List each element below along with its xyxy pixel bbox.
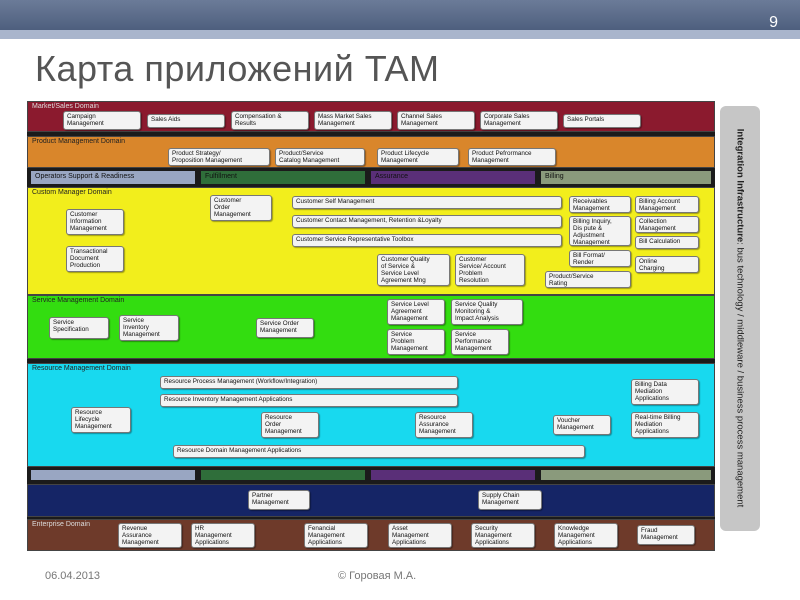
voucher-box[interactable]: Voucher Management: [553, 415, 611, 435]
collection-box[interactable]: Collection Management: [635, 216, 699, 233]
service-performance-box[interactable]: Service Performance Management: [451, 329, 509, 355]
fraud-management-box[interactable]: Fraud Management: [637, 525, 695, 545]
slide-top-stripe: [0, 30, 800, 39]
bottom-tab-billing: [541, 470, 711, 480]
billing-mediation-box[interactable]: Billing Data Mediation Applications: [631, 379, 699, 405]
security-management-box[interactable]: Security Management Applications: [471, 523, 535, 548]
bottom-tab-ops: [31, 470, 195, 480]
service-problem-box[interactable]: Service Problem Management: [387, 329, 445, 355]
product-catalog-box[interactable]: Product/Service Catalog Management: [275, 148, 365, 166]
slide-number: 9: [769, 14, 778, 31]
bill-calculation-box[interactable]: Bill Calculation: [635, 236, 699, 249]
slide-top-band: [0, 0, 800, 30]
partner-management-box[interactable]: Partner Management: [248, 490, 310, 510]
slide-title: Карта приложений TAM: [35, 48, 440, 89]
integration-subtitle: : bus technology / middleware / business…: [734, 242, 746, 508]
resource-inventory-box[interactable]: Resource Inventory Management Applicatio…: [160, 394, 458, 407]
market-sales-label: Market/Sales Domain: [32, 103, 99, 110]
product-management-label: Product Management Domain: [32, 138, 125, 145]
billing-inquiry-box[interactable]: Billing Inquiry, Dis pute & Adjustment M…: [569, 216, 631, 246]
resource-order-box[interactable]: Resource Order Management: [261, 412, 319, 438]
integration-infrastructure-bar: Integration Infrastructure: bus technolo…: [720, 106, 760, 531]
tab-billing[interactable]: Billing: [541, 171, 711, 184]
tab-operations-support[interactable]: Operators Support & Readiness: [31, 171, 195, 184]
sla-management-box[interactable]: Service Level Agreement Management: [387, 299, 445, 325]
corporate-sales-box[interactable]: Corporate Sales Management: [480, 111, 558, 130]
enterprise-label: Enterprise Domain: [32, 521, 90, 528]
bill-format-box[interactable]: Bill Format/ Render: [569, 250, 631, 267]
realtime-mediation-box[interactable]: Real-time Billing Mediation Applications: [631, 412, 699, 438]
resource-lifecycle-box[interactable]: Resource Lifecycle Management: [71, 407, 131, 433]
financial-management-box[interactable]: Fenancial Management Applications: [304, 523, 368, 548]
integration-title: Integration Infrastructure: [734, 128, 746, 243]
bottom-tab-assurance: [371, 470, 535, 480]
product-lifecycle-box[interactable]: Product Lifecycle Management: [377, 148, 459, 166]
tab-assurance[interactable]: Assurance: [371, 171, 535, 184]
online-charging-box[interactable]: Online Charging: [635, 256, 699, 273]
sales-aids-box[interactable]: Sales Aids: [147, 114, 225, 128]
application-map: Market/Sales Domain Campaign Management …: [27, 101, 715, 551]
resource-assurance-box[interactable]: Resource Assurance Management: [415, 412, 473, 438]
customer-order-box[interactable]: Customer Order Management: [210, 195, 272, 221]
customer-self-management-box[interactable]: Customer Self Management: [292, 196, 562, 209]
footer-date: 06.04.2013: [45, 570, 101, 582]
revenue-assurance-box[interactable]: Revenue Assurance Management: [118, 523, 182, 548]
receivables-box[interactable]: Receivables Management: [569, 196, 631, 213]
transactional-document-box[interactable]: Transactional Document Production: [66, 246, 124, 272]
customer-information-box[interactable]: Customer Information Management: [66, 209, 124, 235]
hr-management-box[interactable]: HR Management Applications: [191, 523, 255, 548]
product-performance-box[interactable]: Product Pefrormance Management: [468, 148, 556, 166]
resource-domain-box[interactable]: Resource Domain Management Applications: [173, 445, 585, 458]
customer-qos-sla-box[interactable]: Customer Quality of Service & Service Le…: [377, 254, 450, 286]
sales-portals-box[interactable]: Sales Portals: [563, 114, 641, 128]
service-management-label: Service Management Domain: [32, 297, 125, 304]
campaign-management-box[interactable]: Campaign Management: [63, 111, 141, 130]
tab-fulfillment[interactable]: Fulfillment: [201, 171, 365, 184]
customer-problem-resolution-box[interactable]: Customer Service/ Account Problem Resolu…: [455, 254, 525, 286]
footer-author: © Горовая М.А.: [338, 570, 417, 582]
partner-band: [27, 484, 715, 517]
csr-toolbox-box[interactable]: Customer Service Representative Toolbox: [292, 234, 562, 247]
resource-management-label: Resource Management Domain: [32, 365, 131, 372]
integration-infrastructure-label: Integration Infrastructure: bus technolo…: [735, 108, 746, 528]
mass-market-sales-box[interactable]: Mass Market Sales Management: [314, 111, 392, 130]
knowledge-management-box[interactable]: Knowledge Management Applications: [554, 523, 618, 548]
service-quality-box[interactable]: Service Quality Monitoring & Impact Anal…: [451, 299, 523, 325]
service-specification-box[interactable]: Service Specification: [49, 317, 109, 339]
product-management-band: Product Management Domain: [27, 136, 715, 168]
asset-management-box[interactable]: Asset Management Applications: [388, 523, 452, 548]
compensation-box[interactable]: Compensation & Results: [231, 111, 309, 130]
customer-management-label: Custom Manager Domain: [32, 189, 112, 196]
service-order-box[interactable]: Service Order Management: [256, 318, 314, 338]
product-strategy-box[interactable]: Product Strategy/ Proposition Management: [168, 148, 270, 166]
customer-contact-management-box[interactable]: Customer Contact Management, Retention &…: [292, 215, 562, 228]
bottom-tab-fulfillment: [201, 470, 365, 480]
product-rating-box[interactable]: Product/Service Rating: [545, 271, 631, 288]
supply-chain-box[interactable]: Supply Chain Management: [478, 490, 542, 510]
billing-account-box[interactable]: Billing Account Management: [635, 196, 699, 213]
resource-process-box[interactable]: Resource Process Management (Workflow/In…: [160, 376, 458, 389]
service-inventory-box[interactable]: Service Inventory Management: [119, 315, 179, 341]
channel-sales-box[interactable]: Channel Sales Management: [397, 111, 475, 130]
